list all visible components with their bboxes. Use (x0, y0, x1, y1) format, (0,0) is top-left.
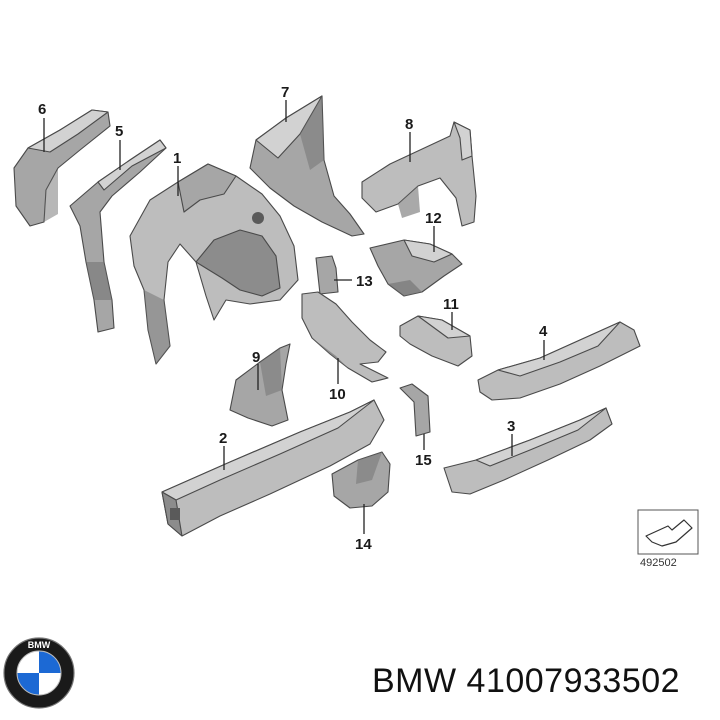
part-12 (369, 239, 463, 297)
part-14 (331, 451, 391, 509)
callout-7: 7 (281, 84, 289, 101)
callout-10: 10 (329, 386, 346, 403)
callout-13: 13 (356, 273, 373, 290)
part-8 (361, 121, 477, 227)
part-7 (249, 95, 365, 237)
callout-1: 1 (173, 150, 181, 167)
arrow-symbol-icon (645, 519, 693, 547)
reference-number: 492502 (640, 557, 677, 569)
callout-2: 2 (219, 430, 227, 447)
callout-15: 15 (415, 452, 432, 469)
reference-box: 492502 (637, 509, 699, 569)
caption-brand: BMW (372, 662, 457, 700)
callout-6: 6 (38, 101, 46, 118)
bmw-roundel-icon: BMW (3, 637, 75, 709)
callout-12: 12 (425, 210, 442, 227)
callout-4: 4 (539, 323, 548, 340)
leader-lines (43, 100, 545, 534)
logo-lettering: BMW (28, 640, 51, 650)
part-3 (443, 407, 613, 495)
part-5 (69, 139, 167, 333)
callout-9: 9 (252, 349, 260, 366)
part-13 (315, 255, 339, 295)
callout-14: 14 (355, 536, 372, 553)
part-9 (229, 343, 291, 427)
part-caption: BMW 41007933502 (372, 662, 680, 701)
part-1 (129, 163, 299, 365)
part-10 (301, 291, 389, 383)
part-6 (13, 109, 111, 227)
callout-11: 11 (443, 296, 459, 313)
callout-5: 5 (115, 123, 123, 140)
part-2 (161, 399, 385, 537)
callout-8: 8 (405, 116, 413, 133)
caption-part-number: 41007933502 (466, 662, 681, 700)
callout-3: 3 (507, 418, 515, 435)
part-11 (399, 315, 473, 367)
callout-labels: 6 5 1 7 8 12 13 11 4 9 10 2 3 15 14 (38, 84, 548, 553)
part-4 (477, 321, 641, 401)
part-15 (399, 383, 431, 437)
